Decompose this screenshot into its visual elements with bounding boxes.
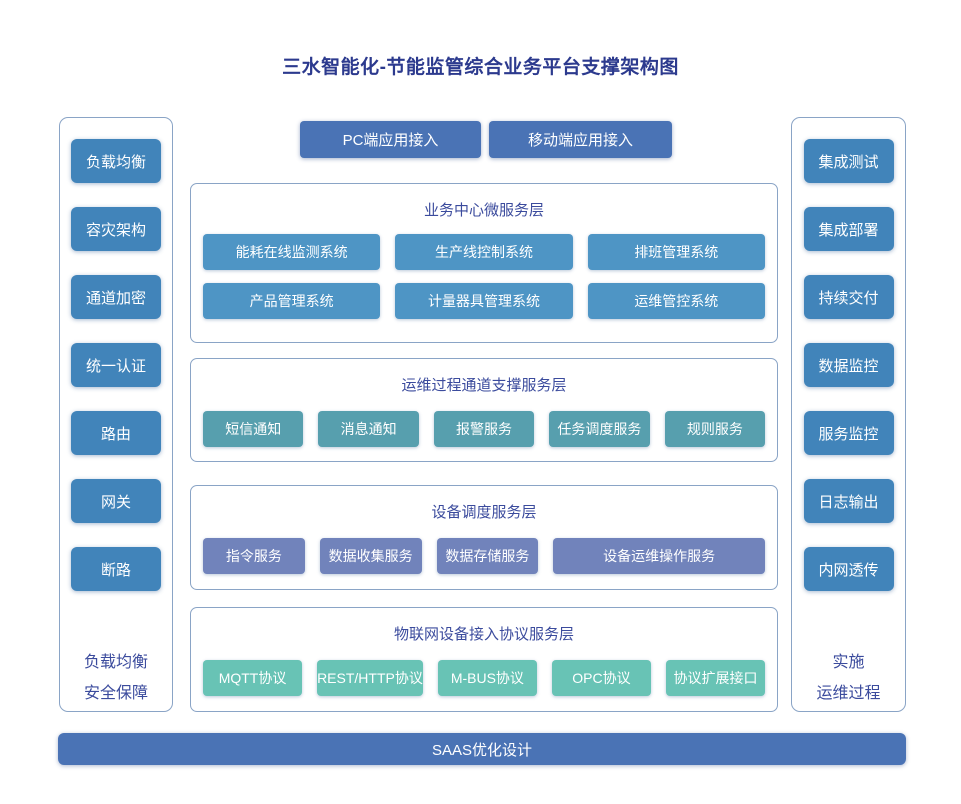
service-node: 指令服务	[203, 538, 305, 574]
protocol-node: M-BUS协议	[437, 660, 537, 696]
layer-business-microservices: 业务中心微服务层 能耗在线监测系统 生产线控制系统 排班管理系统 产品管理系统 …	[190, 183, 778, 343]
protocol-node: REST/HTTP协议	[317, 660, 423, 696]
service-node: 能耗在线监测系统	[203, 234, 381, 270]
left-panel-node: 路由	[71, 411, 161, 455]
layer-title: 物联网设备接入协议服务层	[393, 626, 574, 643]
left-panel-caption-line: 负载均衡	[83, 654, 148, 671]
service-node: 计量器具管理系统	[395, 283, 573, 319]
layer-items: 短信通知 消息通知 报警服务 任务调度服务 规则服务	[191, 411, 777, 447]
left-panel-node: 负载均衡	[71, 139, 161, 183]
service-node: 短信通知	[203, 411, 304, 447]
service-node: 报警服务	[433, 411, 535, 447]
left-panel-node: 断路	[71, 547, 161, 591]
left-panel-node: 网关	[71, 479, 161, 523]
service-node: 生产线控制系统	[395, 234, 573, 270]
layer-title: 运维过程通道支撑服务层	[401, 377, 567, 394]
service-node: 规则服务	[664, 411, 766, 447]
right-panel-caption: 实施 运维过程	[816, 647, 880, 709]
protocol-node: 协议扩展接口	[665, 660, 766, 696]
left-panel-caption: 负载均衡 安全保障	[84, 647, 148, 709]
page-title: 三水智能化-节能监管综合业务平台支撑架构图	[282, 57, 679, 78]
service-node: 运维管控系统	[587, 283, 765, 319]
left-panel-node: 统一认证	[71, 343, 161, 387]
service-node: 设备运维操作服务	[553, 538, 765, 574]
right-panel-node: 日志输出	[803, 479, 894, 523]
right-panel-caption-line: 运维过程	[816, 685, 881, 702]
service-node: 数据存储服务	[436, 538, 539, 574]
service-node: 消息通知	[318, 411, 419, 447]
layer-title: 设备调度服务层	[431, 504, 537, 521]
service-node: 任务调度服务	[549, 411, 650, 447]
layer-ops-channel-support: 运维过程通道支撑服务层 短信通知 消息通知 报警服务 任务调度服务 规则服务	[190, 358, 778, 462]
right-panel-node: 持续交付	[803, 275, 894, 319]
right-panel-node: 数据监控	[803, 343, 894, 387]
right-panel-implementation-ops: 集成测试 集成部署 持续交付 数据监控 服务监控 日志输出 内网透传 实施 运维…	[791, 117, 906, 712]
right-panel-node: 集成部署	[803, 207, 894, 251]
right-panel-node: 内网透传	[803, 547, 894, 591]
layer-iot-protocol-access: 物联网设备接入协议服务层 MQTT协议 REST/HTTP协议 M-BUS协议 …	[190, 607, 778, 712]
right-panel-caption-line: 实施	[832, 654, 865, 671]
pc-access-node: PC端应用接入	[300, 121, 481, 158]
protocol-node: MQTT协议	[203, 660, 303, 696]
layer-title: 业务中心微服务层	[423, 202, 544, 219]
layer-items: MQTT协议 REST/HTTP协议 M-BUS协议 OPC协议 协议扩展接口	[191, 660, 777, 696]
right-panel-node: 集成测试	[803, 139, 894, 183]
saas-optimization-bar: SAAS优化设计	[58, 733, 906, 765]
left-panel-caption-line: 安全保障	[83, 685, 148, 702]
service-node: 产品管理系统	[203, 283, 381, 319]
left-panel-node: 通道加密	[71, 275, 161, 319]
protocol-node: OPC协议	[551, 660, 651, 696]
layer-items: 能耗在线监测系统 生产线控制系统 排班管理系统 产品管理系统 计量器具管理系统 …	[191, 234, 777, 319]
left-panel-load-balance-security: 负载均衡 容灾架构 通道加密 统一认证 路由 网关 断路 负载均衡 安全保障	[59, 117, 173, 712]
service-node: 排班管理系统	[587, 234, 765, 270]
right-panel-node: 服务监控	[803, 411, 894, 455]
layer-items: 指令服务 数据收集服务 数据存储服务 设备运维操作服务	[191, 538, 777, 574]
left-panel-node: 容灾架构	[71, 207, 161, 251]
service-node: 数据收集服务	[319, 538, 422, 574]
mobile-access-node: 移动端应用接入	[489, 121, 672, 158]
layer-device-scheduling: 设备调度服务层 指令服务 数据收集服务 数据存储服务 设备运维操作服务	[190, 485, 778, 590]
